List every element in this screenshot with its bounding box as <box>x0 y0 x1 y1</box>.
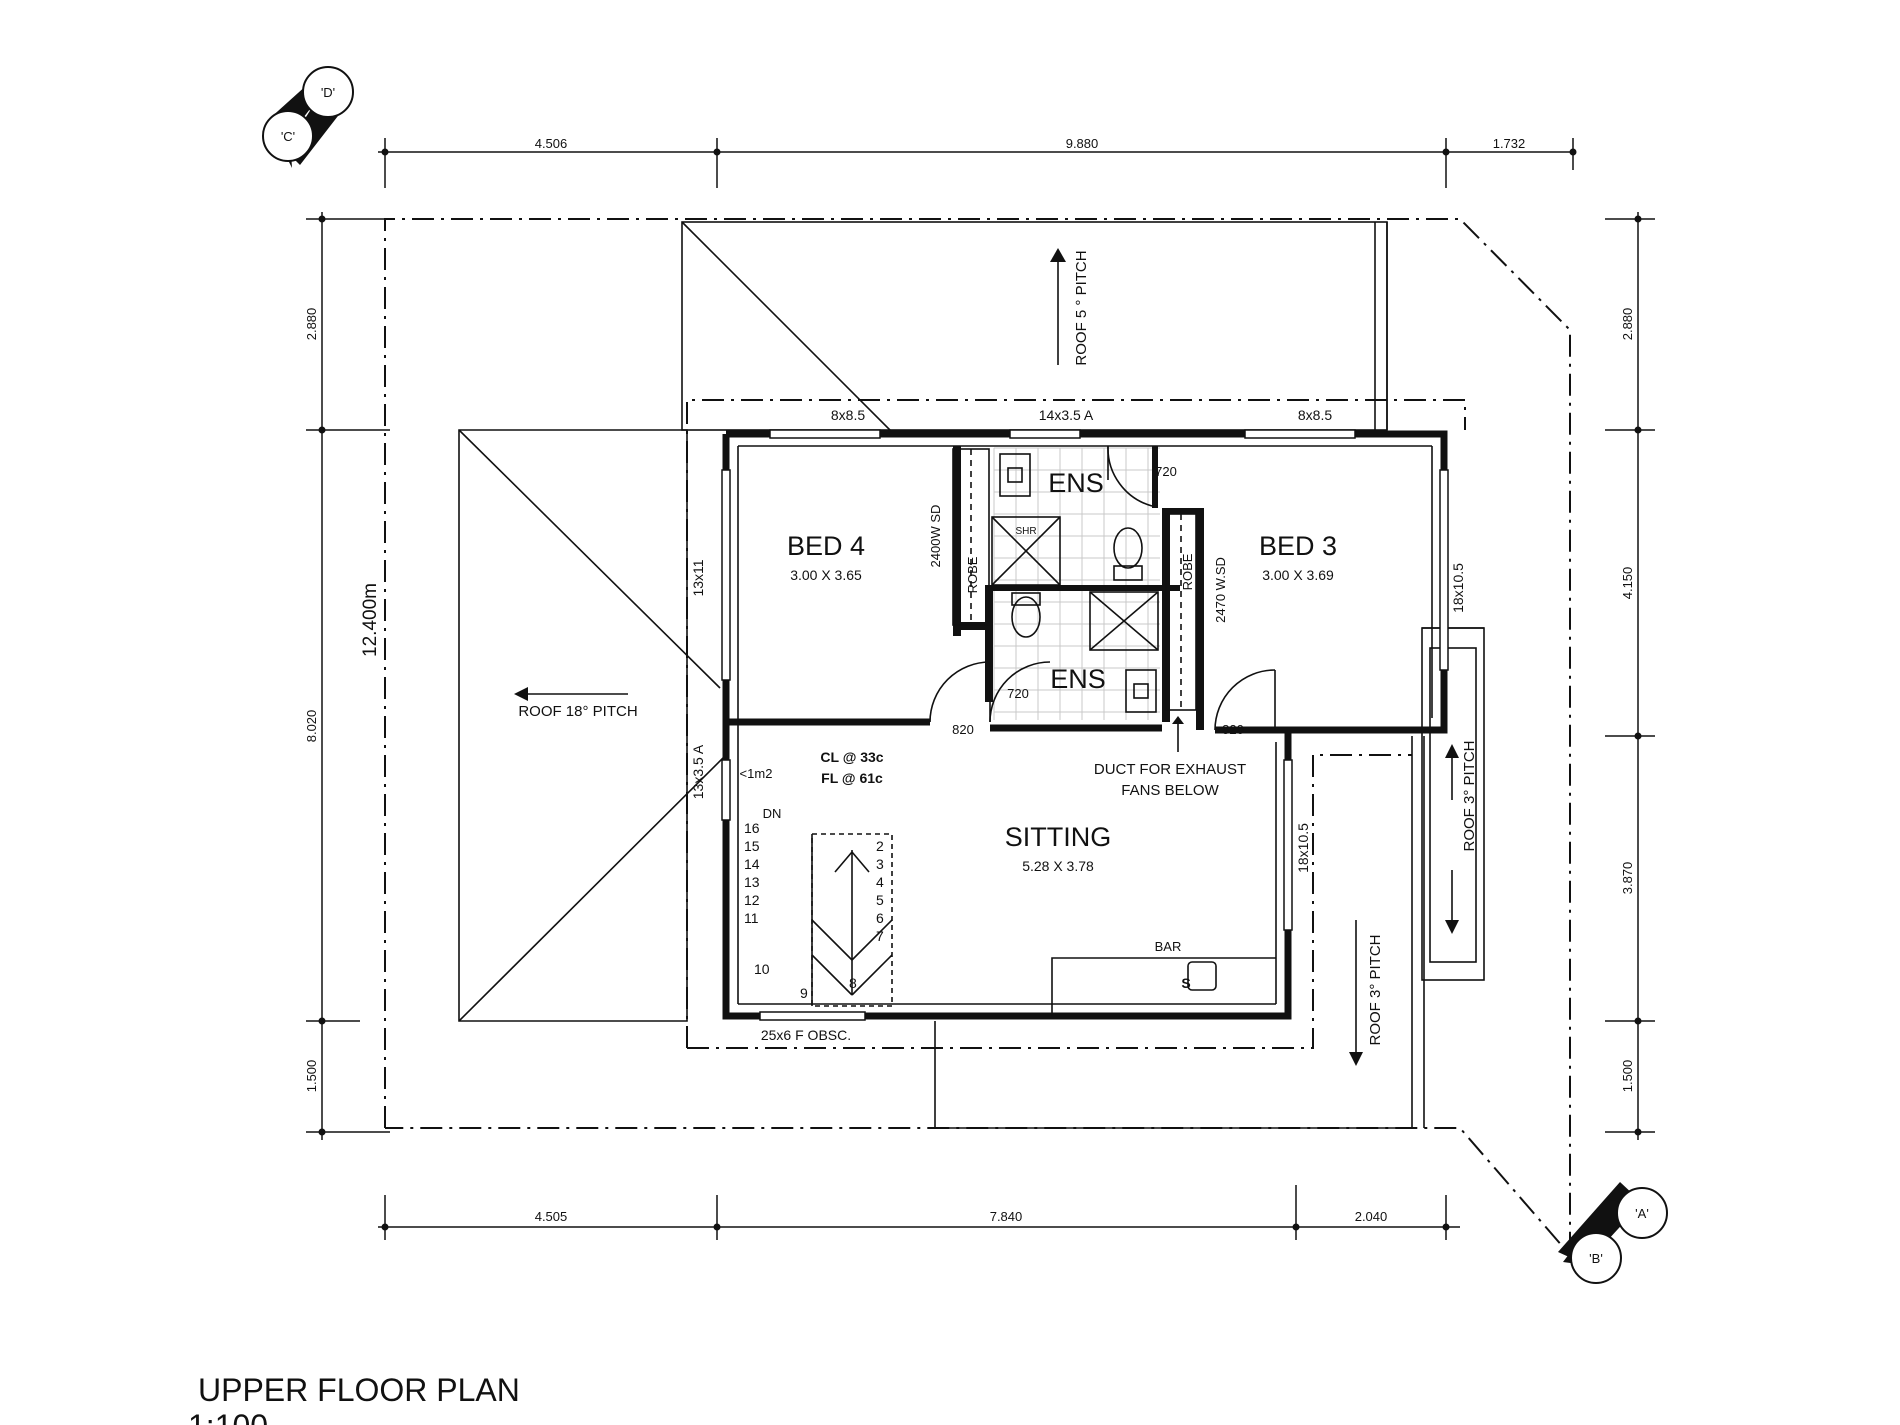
elevation-b: 'B' <box>1589 1251 1603 1266</box>
robe-right-label: ROBE <box>1180 553 1195 590</box>
stair-numbers: 16 15 14 13 12 11 10 9 8 7 6 5 4 3 2 <box>744 820 884 1001</box>
sliding-door-right-label: 2470 W.SD <box>1213 557 1228 623</box>
step-14: 14 <box>744 856 760 872</box>
dim-top-3: 1.732 <box>1493 136 1526 151</box>
step-8: 8 <box>849 975 857 991</box>
dim-right-4: 1.500 <box>1620 1060 1635 1093</box>
sitting-size: 5.28 X 3.78 <box>1022 858 1094 874</box>
area-note: <1m2 <box>740 766 773 781</box>
elevation-a: 'A' <box>1635 1206 1649 1221</box>
step-11: 11 <box>744 910 759 926</box>
step-15: 15 <box>744 838 760 854</box>
dim-top-2: 9.880 <box>1066 136 1099 151</box>
roof-right-lower-label: ROOF 3° PITCH <box>1367 934 1384 1045</box>
sliding-door-left-label: 2400W SD <box>928 505 943 568</box>
floor-level-note: FL @ 61c <box>821 770 883 786</box>
dim-bottom-3: 2.040 <box>1355 1209 1388 1224</box>
step-9: 9 <box>800 985 808 1001</box>
door-1-label: 720 <box>1155 464 1177 479</box>
dim-right-1: 2.880 <box>1620 308 1635 341</box>
window-6-label: 18x10.5 <box>1450 563 1466 613</box>
eave-line-lower <box>687 754 1412 1049</box>
roof-left-label: ROOF 18° PITCH <box>518 703 637 720</box>
roof-right-upper-label: ROOF 3° PITCH <box>1461 740 1478 851</box>
elevation-marker-ab <box>1558 1182 1668 1284</box>
dim-top-1: 4.506 <box>535 136 568 151</box>
windows <box>721 429 1449 1021</box>
ens-top-name: ENS <box>1048 468 1104 498</box>
duct-note-line1: DUCT FOR EXHAUST <box>1094 761 1246 778</box>
roof-top-label: ROOF 5 ° PITCH <box>1073 250 1090 365</box>
step-7: 7 <box>876 928 884 944</box>
bed4-size: 3.00 X 3.65 <box>790 567 862 583</box>
stair-down-label: DN <box>763 806 782 821</box>
door-4-label: 820 <box>1222 722 1244 737</box>
step-2: 2 <box>876 838 884 854</box>
dim-left-2: 8.020 <box>304 710 319 743</box>
robe-left-label: ROBE <box>965 556 980 593</box>
bar-label: BAR <box>1155 939 1182 954</box>
step-6: 6 <box>876 910 884 926</box>
window-8-label: 25x6 F OBSC. <box>761 1027 851 1043</box>
bed3-size: 3.00 X 3.69 <box>1262 567 1334 583</box>
window-1-label: 8x8.5 <box>831 407 865 423</box>
dimension-lines <box>306 138 1655 1240</box>
shower-label: SHR <box>1015 526 1036 537</box>
dim-left-3: 1.500 <box>304 1060 319 1093</box>
robes <box>952 448 1197 711</box>
elevation-marker-cd <box>262 66 354 168</box>
window-7-label: 18x10.5 <box>1295 823 1311 873</box>
step-5: 5 <box>876 892 884 908</box>
lower-floor-outline <box>384 218 1571 1258</box>
dim-left-1: 2.880 <box>304 308 319 341</box>
elevation-c: 'C' <box>281 129 295 144</box>
step-12: 12 <box>744 892 760 908</box>
staircase <box>811 833 893 1007</box>
step-13: 13 <box>744 874 760 890</box>
dim-right-2: 4.150 <box>1620 567 1635 600</box>
sitting-name: SITTING <box>1005 822 1112 852</box>
ensuite-tile-floor <box>993 447 1160 720</box>
step-10: 10 <box>754 961 770 977</box>
bathroom-fixtures <box>929 445 1276 1016</box>
dim-bottom-1: 4.505 <box>535 1209 568 1224</box>
ens-bottom-name: ENS <box>1050 664 1106 694</box>
bed3-name: BED 3 <box>1259 531 1337 561</box>
door-2-label: 720 <box>1007 686 1029 701</box>
step-3: 3 <box>876 856 884 872</box>
drawing-title: UPPER FLOOR PLAN <box>198 1372 520 1408</box>
window-3-label: 8x8.5 <box>1298 407 1332 423</box>
elevation-d: 'D' <box>321 85 335 100</box>
sink-label: S <box>1181 975 1190 991</box>
dim-right-3: 3.870 <box>1620 862 1635 895</box>
window-4-label: 13x11 <box>690 559 706 596</box>
overall-dimension: 12.400m <box>360 583 381 657</box>
window-5-label: 13x3.5 A <box>690 744 706 799</box>
roof-planes <box>458 221 1485 1129</box>
dim-bottom-2: 7.840 <box>990 1209 1023 1224</box>
window-2-label: 14x3.5 A <box>1039 407 1094 423</box>
door-3-label: 820 <box>952 722 974 737</box>
bed4-name: BED 4 <box>787 531 865 561</box>
step-4: 4 <box>876 874 884 890</box>
drawing-scale: 1:100 <box>188 1408 268 1425</box>
duct-note-line2: FANS BELOW <box>1121 782 1219 799</box>
step-16: 16 <box>744 820 760 836</box>
ceiling-level-note: CL @ 33c <box>820 749 883 765</box>
